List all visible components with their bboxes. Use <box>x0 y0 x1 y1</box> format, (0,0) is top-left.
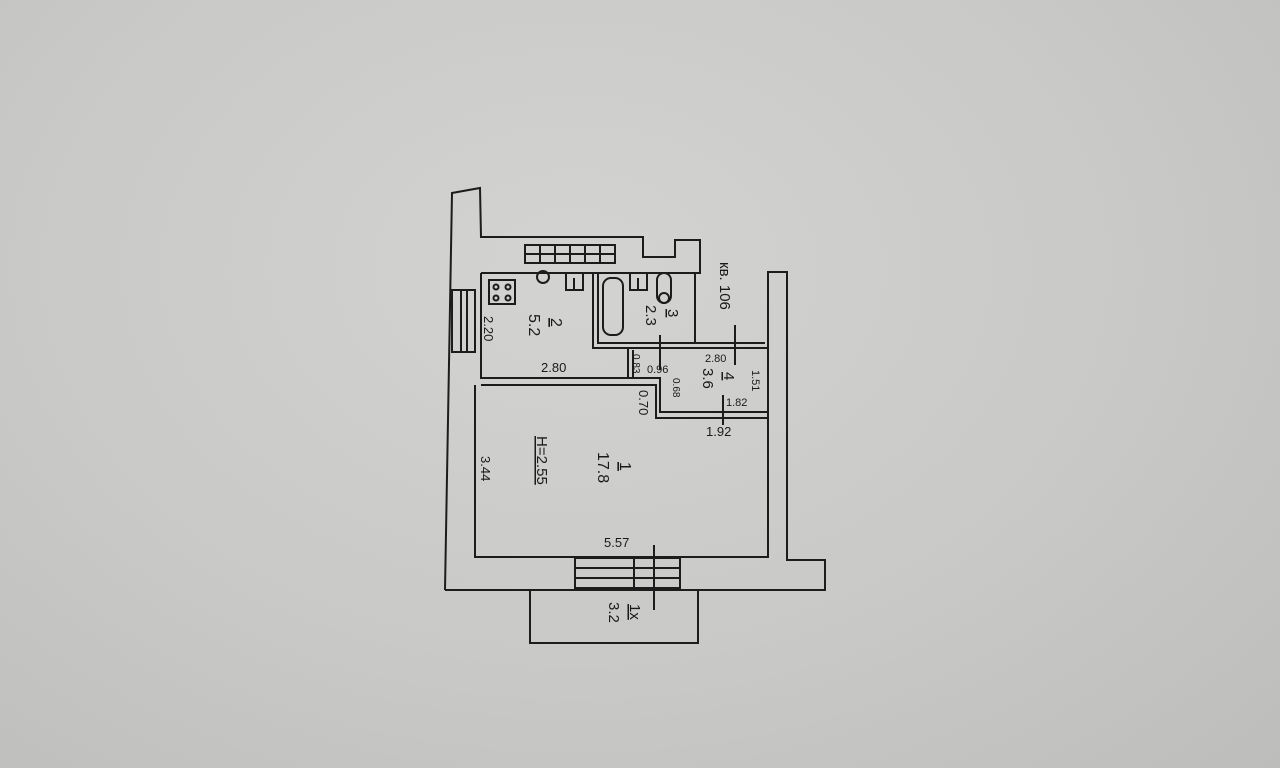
room-number: 3 <box>664 309 681 317</box>
dim-kitchen-width: 2.80 <box>541 360 566 375</box>
room-area: 3.6 <box>699 368 716 389</box>
room-area: 3.2 <box>605 602 622 623</box>
room-number: 4 <box>720 372 737 380</box>
room-area: 5.2 <box>525 314 542 336</box>
dim-kitchen-depth: 2.20 <box>481 316 496 341</box>
dimension-ticks <box>659 325 736 425</box>
ceiling-height: H=2.55 <box>533 436 550 485</box>
dim-niche-a: 0.83 <box>630 354 641 374</box>
balcony-door <box>574 545 681 610</box>
top-window <box>524 244 616 264</box>
room-area: 2.3 <box>642 305 659 326</box>
room-number: 2 <box>547 318 564 327</box>
dim-passage: 0.70 <box>636 390 651 415</box>
bathtub-icon <box>602 277 624 336</box>
left-window <box>451 289 476 353</box>
sink-icon <box>565 272 648 291</box>
room-2-label: 2 5.2 <box>525 314 564 336</box>
dim-hall-bottom: 1.92 <box>706 424 731 439</box>
dim-room-width: 5.57 <box>604 535 629 550</box>
room-3-label: 3 2.3 <box>642 305 681 326</box>
dim-hall-width: 2.80 <box>705 353 726 365</box>
dim-niche-c: 0.68 <box>670 378 681 398</box>
room-4-label: 4 3.6 <box>699 368 737 389</box>
room-area: 17.8 <box>594 452 611 483</box>
stove-icon <box>488 279 516 305</box>
room-number: 1х <box>626 604 643 620</box>
gas-meter-icon <box>536 270 550 284</box>
toilet-icon <box>656 272 672 304</box>
walls <box>444 186 826 591</box>
room-number: 1 <box>616 462 633 471</box>
dim-hall-depth: 1.51 <box>749 370 761 391</box>
dim-niche-b: 0.96 <box>647 364 668 376</box>
balcony-label: 1х 3.2 <box>605 602 643 623</box>
apartment-label: кв. 106 <box>716 262 733 310</box>
dim-room-depth: 3.44 <box>478 456 493 481</box>
room-1-label: 1 17.8 <box>594 452 633 483</box>
dim-hall-inner: 1.82 <box>726 397 747 409</box>
balcony <box>529 590 699 644</box>
